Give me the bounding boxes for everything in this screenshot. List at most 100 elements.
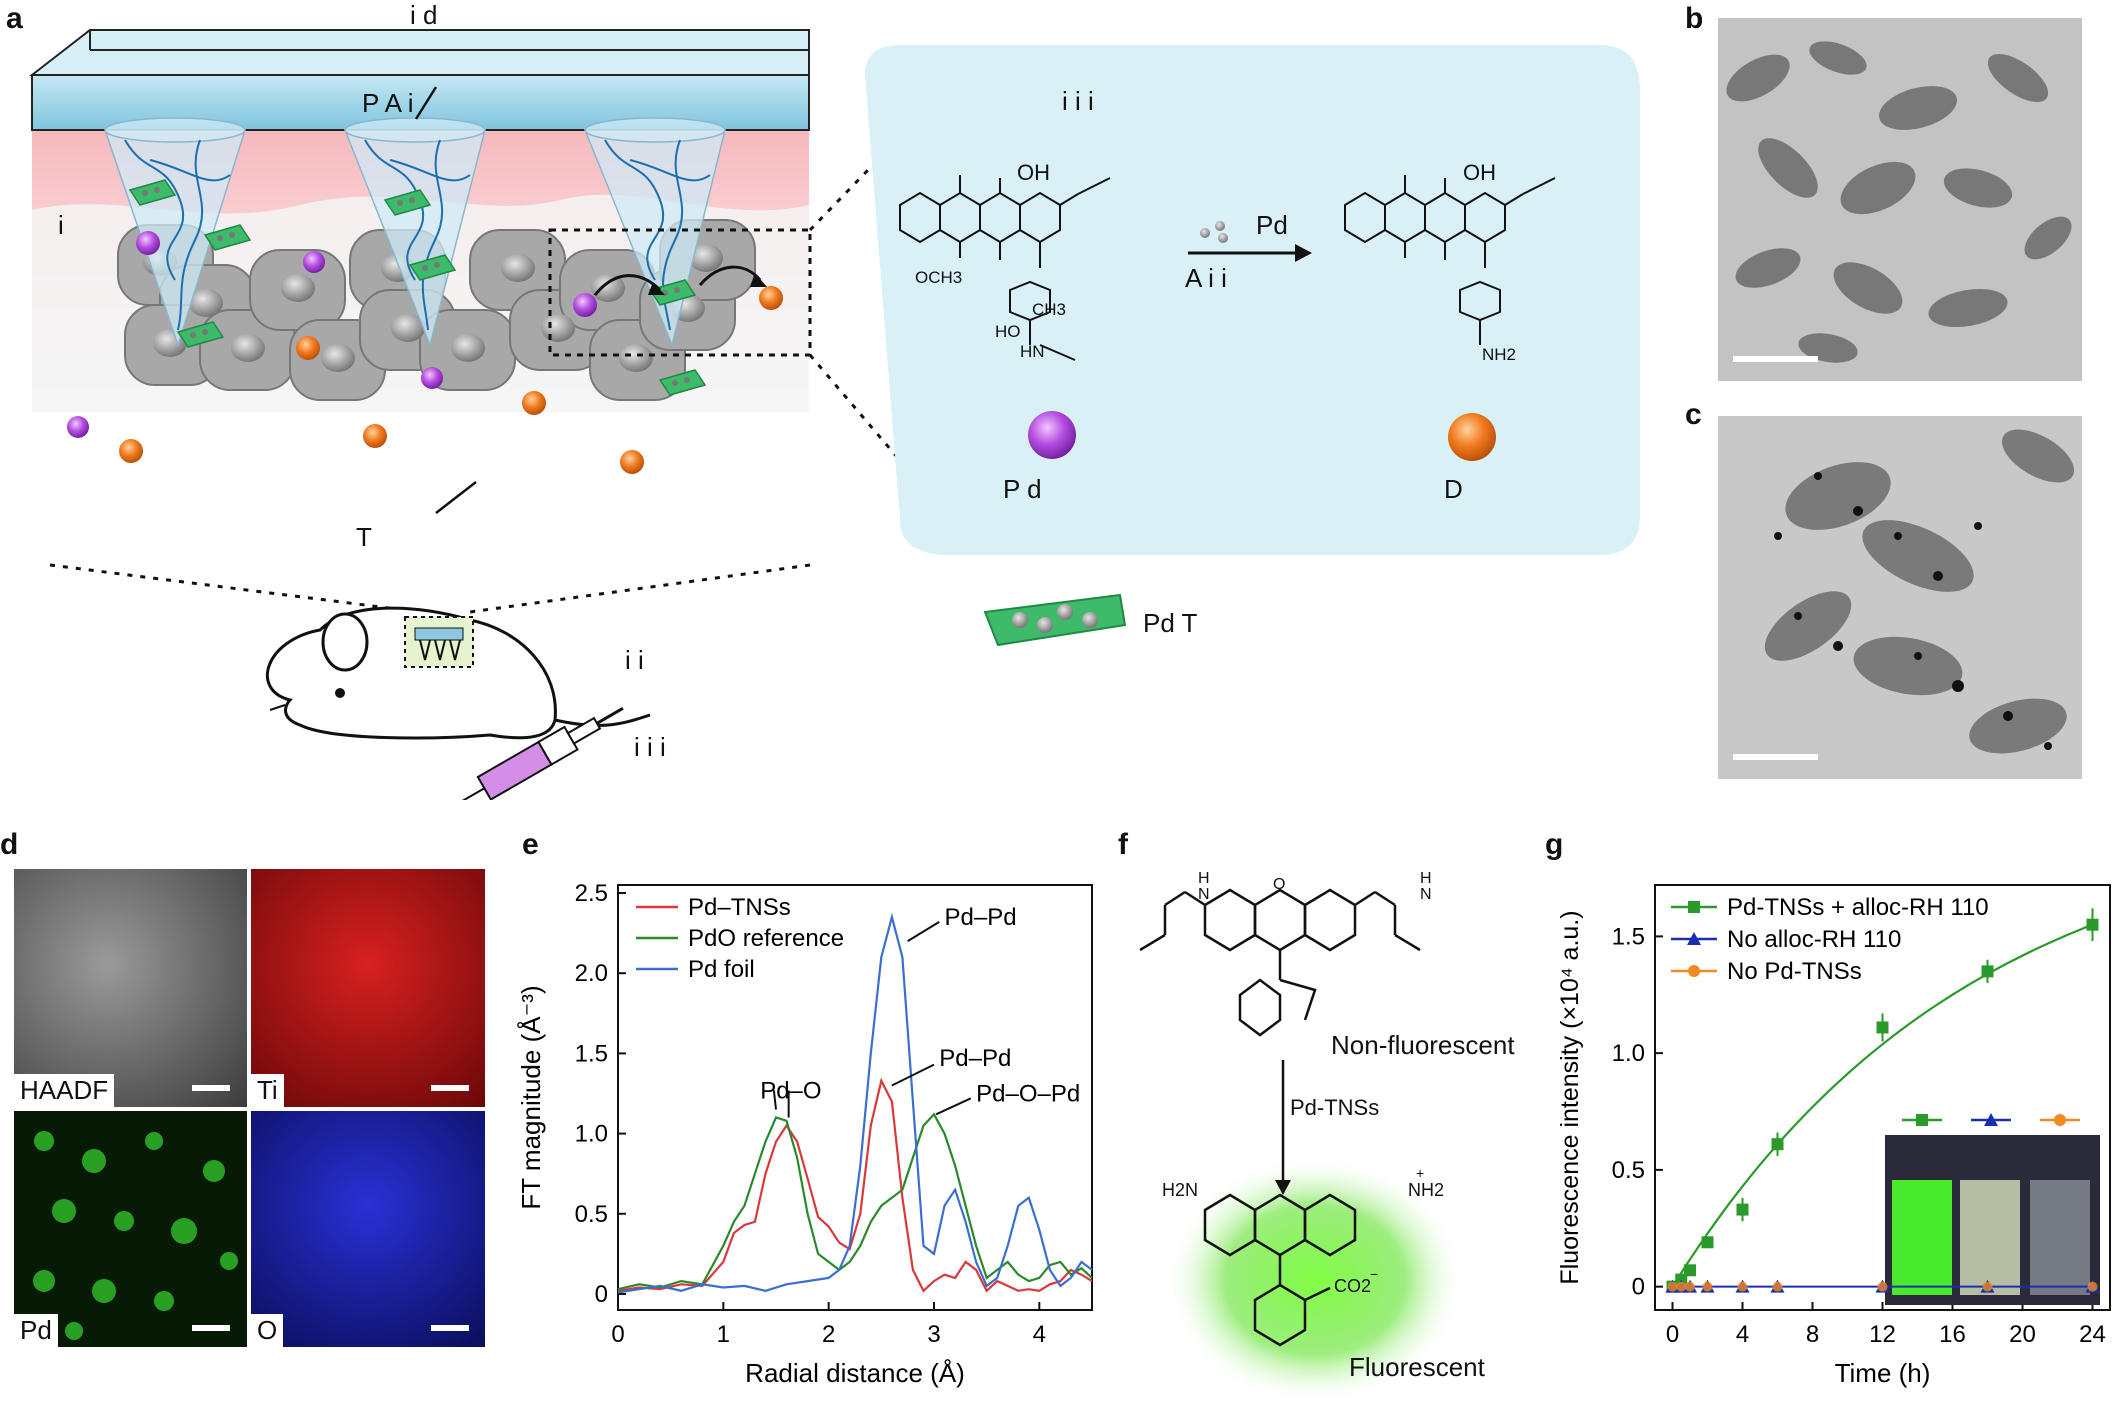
chart-g-point-square [1876, 1021, 1889, 1034]
panel-a-legend-label: Pd T [1143, 608, 1198, 638]
chart-g-xlabel: Time (h) [1835, 1358, 1931, 1388]
scale-bar-haadf [192, 1085, 230, 1091]
chem-h-1: H [1198, 870, 1210, 887]
chart-g-fit-curve [1671, 923, 2093, 1288]
chart-g-ytick-label: 1.0 [1612, 1040, 1645, 1067]
chart-e-annotation: Pd–O [760, 1077, 821, 1104]
chem-h2n: H2N [1162, 1180, 1199, 1200]
chart-g-inset-marker [2054, 1114, 2066, 1126]
chart-e-series-line [617, 1112, 1093, 1291]
chart-e-ytick-label: 0.5 [575, 1201, 608, 1228]
eds-label-pd: Pd [14, 1314, 58, 1347]
chem-ch3: CH3 [1032, 300, 1067, 319]
chart-g-point-square [1736, 1203, 1749, 1216]
chem-h-2: H [1420, 870, 1432, 887]
chart-g-point-circle [1676, 1281, 1687, 1292]
panel-a-top-label: i d [410, 0, 438, 30]
chart-g-point-circle [1702, 1281, 1713, 1292]
chart-g-point-square [1675, 1273, 1688, 1286]
chem-hn: HN [1020, 342, 1045, 361]
panel-a-tissue-label: T [356, 522, 372, 552]
chart-e-ylabel: FT magnitude (Å⁻³) [516, 985, 546, 1209]
panel-a-right-label-2: i i i [634, 732, 666, 762]
chart-g-point-square [1771, 1138, 1784, 1151]
chem-n-1: N [1198, 886, 1210, 903]
eds-label-ti: Ti [251, 1074, 284, 1107]
eds-label-o: O [251, 1314, 284, 1347]
panel-f-fluorescent: Fluorescent [1349, 1352, 1485, 1382]
chart-g-xtick-label: 16 [1939, 1321, 1966, 1348]
chart-g-point-square [1684, 1264, 1696, 1277]
chart-g-legend-marker [1688, 901, 1700, 913]
tem-image-b [1718, 18, 2082, 381]
chart-e-ytick-label: 2.0 [575, 960, 608, 987]
panel-a-right-label-1: i i [625, 645, 644, 675]
chart-e-annotation-arrow [772, 1090, 777, 1110]
chart-g-legend-marker [1687, 932, 1701, 945]
chart-g-point-circle [1667, 1281, 1678, 1292]
panel-a-drug-label: D [1444, 474, 1463, 504]
panel-label-e: e [522, 828, 539, 861]
panel-a-left-label: i [58, 210, 64, 240]
chart-g-inset-marker [1916, 1114, 1928, 1126]
chart-e-frame [617, 884, 1093, 1311]
chart-e-xtick-label: 4 [1033, 1321, 1046, 1348]
scale-bar-c [1733, 754, 1818, 760]
chart-e-ytick-label: 0 [595, 1281, 608, 1308]
panel-label-g: g [1545, 828, 1564, 861]
chart-g-ytick-label: 0 [1632, 1274, 1645, 1301]
panel-a-activation: A i i [1185, 263, 1227, 293]
chart-g-legend-label: Pd-TNSs + alloc-RH 110 [1727, 894, 1989, 921]
panel-label-a: a [6, 2, 23, 35]
chart-e-ytick-label: 2.5 [575, 880, 608, 907]
tem-image-c [1718, 416, 2082, 779]
panel-f-non-fluorescent: Non-fluorescent [1331, 1030, 1515, 1060]
scale-bar-b [1733, 356, 1818, 362]
chart-e-ytick-label: 1.5 [575, 1040, 608, 1067]
chart-g-inset-vial-pale [1960, 1180, 2020, 1295]
chem-oh-2: OH [1463, 160, 1496, 185]
chem-co2: CO2 [1334, 1276, 1372, 1296]
chem-plus: + [1416, 1165, 1425, 1181]
chart-g-xtick-label: 12 [1869, 1321, 1896, 1348]
scale-bar-ti [431, 1085, 469, 1091]
chart-g-point-square [1981, 965, 1994, 978]
panel-label-b: b [1685, 2, 1704, 35]
chem-minus: − [1370, 1266, 1379, 1282]
chart-g-point-circle [1982, 1281, 1993, 1292]
chart-g-inset-marker [1984, 1113, 1998, 1126]
chart-g-point-circle [1685, 1281, 1695, 1292]
chart-g-legend-label: No alloc-RH 110 [1727, 926, 1901, 953]
chem-ho: HO [995, 322, 1021, 341]
panel-a-illustration [29, 29, 1640, 800]
chart-g-xtick-label: 8 [1806, 1321, 1819, 1348]
chart-g-xtick-label: 20 [2009, 1321, 2036, 1348]
chart-e-legend-label: PdO reference [688, 925, 844, 952]
panel-a-pd-catalyst: Pd [1256, 210, 1288, 240]
chart-e-xtick-label: 0 [611, 1321, 624, 1348]
chart-e-legend-label: Pd foil [688, 956, 755, 983]
chart-g-xtick-label: 4 [1736, 1321, 1749, 1348]
chart-g-ytick-label: 1.5 [1612, 923, 1645, 950]
chem-oh-1: OH [1017, 160, 1050, 185]
chart-e-xtick-label: 2 [822, 1321, 835, 1348]
chart-e-xtick-label: 1 [717, 1321, 730, 1348]
chart-g-point-circle [1877, 1281, 1888, 1292]
chart-g-xtick-label: 0 [1666, 1321, 1679, 1348]
chem-n-2: N [1420, 886, 1432, 903]
chart-g-inset-vial-clear [2030, 1180, 2090, 1295]
chart-e-annotation: Pd–Pd [945, 904, 1017, 931]
panel-label-c: c [1685, 398, 1702, 431]
chart-g-point-square [1701, 1236, 1714, 1249]
panel-a-pa-label: P A i [362, 88, 414, 118]
chart-g-ylabel: Fluorescence intensity (×10⁴ a.u.) [1556, 910, 1584, 1284]
panel-a-reaction-header: i i i [1062, 86, 1094, 116]
panel-a-prodrug-label: P d [1003, 474, 1042, 504]
chem-nh2: NH2 [1482, 345, 1517, 364]
panel-f-scheme [1139, 888, 1465, 1405]
chart-g-xtick-label: 24 [2079, 1321, 2106, 1348]
chart-g-point-circle [2087, 1281, 2098, 1292]
scale-bar-o [431, 1325, 469, 1331]
